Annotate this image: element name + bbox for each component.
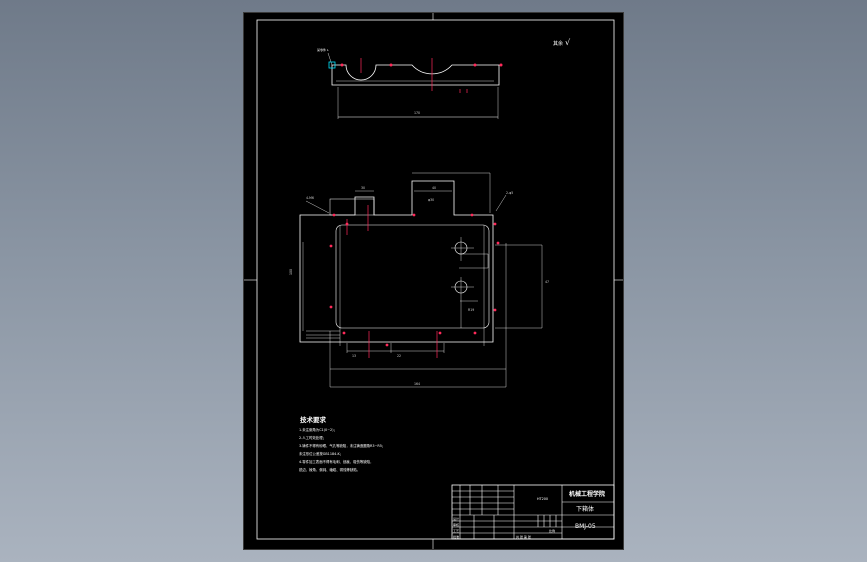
tech-req-title: 技术要求 bbox=[300, 415, 327, 424]
tb-label-approve: 批准 bbox=[453, 534, 459, 539]
drawing-number: BMJ-05 bbox=[575, 523, 596, 530]
dim-right-upper: 47 bbox=[545, 280, 549, 284]
dim-radius: R19 bbox=[468, 308, 474, 312]
outer-frame bbox=[256, 19, 615, 540]
dim-bottom-overall: 164 bbox=[414, 382, 420, 386]
drawing-sheet: 其余 √ 某零件 L 170 bbox=[244, 13, 623, 549]
cyan-marker bbox=[328, 61, 336, 69]
dim-small-right: 22 bbox=[397, 354, 401, 358]
tech-req-line-4: 未注形位公差按GB1184-K； bbox=[299, 451, 343, 456]
dim-left-box: 30 bbox=[361, 186, 365, 190]
roughness-symbol: √ bbox=[565, 38, 571, 47]
part-name: 下箱体 bbox=[576, 505, 594, 513]
technical-requirements: 技术要求 1.未注倒角为C1(0~2)； 2.人工时效处理； 3.铸件不得有砂眼… bbox=[299, 415, 385, 472]
cad-drawing: 其余 √ 某零件 L 170 bbox=[244, 13, 623, 549]
tb-label-process: 工艺 bbox=[453, 528, 459, 533]
tb-label-review: 审核 bbox=[453, 522, 459, 527]
material: HT200 bbox=[537, 497, 548, 501]
tb-scale-label: 比例 bbox=[549, 528, 555, 533]
roughness-label: 其余 bbox=[553, 40, 563, 47]
tech-req-line-5: 4.零件加工表面不得有毛刺、划痕、碰伤等缺陷， bbox=[299, 459, 373, 464]
dim-main-height: 100 bbox=[289, 269, 293, 275]
dim-hole-2: 2-φ5 bbox=[506, 191, 513, 195]
tech-req-line-3: 3.铸件不得有砂眼、气孔等缺陷，未注铸造圆角R3~R5； bbox=[299, 443, 385, 448]
tb-label-design: 设计 bbox=[453, 516, 459, 521]
dim-hole-bore: φ30 bbox=[428, 198, 434, 202]
tech-req-line-2: 2.人工时效处理； bbox=[299, 435, 326, 440]
tech-req-line-6: 锐边、棱角、倒钝、磕碰、锈蚀等缺陷。 bbox=[299, 467, 360, 472]
dim-small-left: 13 bbox=[352, 354, 356, 358]
tech-req-line-1: 1.未注倒角为C1(0~2)； bbox=[299, 427, 337, 432]
centering-marks bbox=[244, 13, 623, 549]
top-view-label: 某零件 L bbox=[317, 47, 329, 52]
title-block: HT200 机械工程学院 下箱体 BMJ-05 设计 审核 工艺 批准 比例 共… bbox=[451, 484, 615, 540]
top-view: 某零件 L 170 bbox=[317, 47, 503, 119]
dim-hole-1: 4-M6 bbox=[306, 196, 314, 200]
dim-top-overall: 170 bbox=[414, 111, 420, 115]
tb-sheet-label: 共 张 第 张 bbox=[516, 534, 531, 539]
front-view: 30 40 φ30 4-M6 2-φ5 100 164 13 22 47 R19 bbox=[289, 172, 549, 388]
school-name: 机械工程学院 bbox=[569, 490, 605, 498]
dim-mid-box: 40 bbox=[432, 186, 436, 190]
